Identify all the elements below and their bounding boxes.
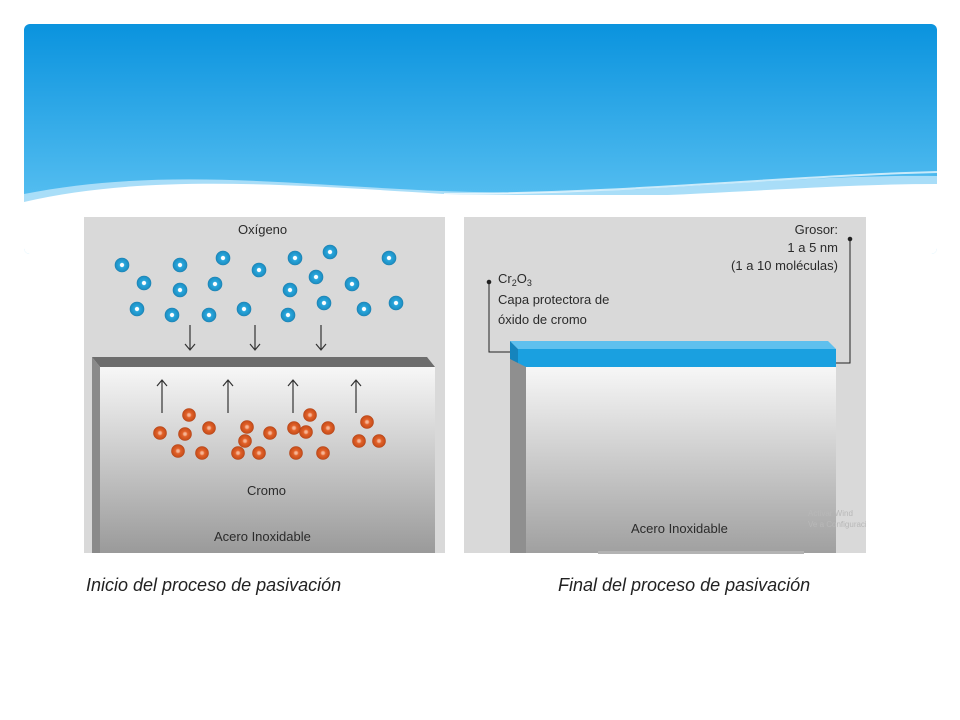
oxygen-atom <box>164 307 180 323</box>
chromium-oxide-formula: Cr2O3 <box>498 271 532 288</box>
oxygen-atom <box>388 295 404 311</box>
down-arrow-icon <box>315 325 327 351</box>
up-arrow-icon <box>350 379 362 413</box>
layer-label-line2: óxido de cromo <box>498 312 587 327</box>
caption-start: Inicio del proceso de pasivación <box>86 575 342 595</box>
chromium-atom <box>153 426 167 440</box>
shelf-line <box>598 551 804 554</box>
layer-label-line1: Capa protectora de <box>498 292 610 307</box>
chromium-atom <box>263 426 277 440</box>
chromium-atom <box>299 425 313 439</box>
layer-leader-line <box>488 282 510 353</box>
oxygen-atom <box>207 276 223 292</box>
oxygen-atom <box>308 269 324 285</box>
thickness-label-range: 1 a 5 nm <box>787 240 838 255</box>
formula-o: O <box>516 271 527 286</box>
oxygen-atom <box>215 250 231 266</box>
leader-lines <box>486 236 853 364</box>
oxygen-atom <box>201 307 217 323</box>
up-arrow-icon <box>222 379 234 413</box>
formula-sub-2: 2 <box>511 278 517 288</box>
oxygen-molecules <box>114 244 404 323</box>
up-arrow-icon <box>156 379 168 413</box>
oxygen-atom <box>172 257 188 273</box>
chromium-atom <box>231 446 245 460</box>
chromium-atom <box>171 444 185 458</box>
steel-label-right: Acero Inoxidable <box>631 521 728 536</box>
oxygen-atom <box>316 295 332 311</box>
oxygen-atom <box>251 262 267 278</box>
steel-label-left: Acero Inoxidable <box>214 529 311 544</box>
oxygen-atom <box>136 275 152 291</box>
thickness-label-title: Grosor: <box>794 222 838 237</box>
chromium-atom <box>289 446 303 460</box>
down-arrow-icon <box>184 325 196 351</box>
end-diagram <box>486 236 853 553</box>
steel-block-front <box>100 367 435 553</box>
chromium-atom <box>316 446 330 460</box>
watermark-line1: Activar Wind <box>808 509 853 518</box>
down-arrows <box>184 325 327 351</box>
steel-block-front-right <box>526 367 836 553</box>
formula-sub-3: 3 <box>526 278 532 288</box>
passivation-figure: Oxígeno Cromo Acero Inoxidable <box>70 195 880 605</box>
oxygen-atom <box>129 301 145 317</box>
steel-block-side <box>92 357 100 553</box>
panel-end-passivation: Grosor: 1 a 5 nm (1 a 10 moléculas) Cr2O… <box>464 217 866 553</box>
chromium-label: Cromo <box>247 483 287 498</box>
chromium-atom <box>238 434 252 448</box>
start-diagram <box>92 244 435 553</box>
oxygen-atom <box>282 282 298 298</box>
chromium-atom <box>178 427 192 441</box>
chromium-atom <box>372 434 386 448</box>
chromium-atom <box>303 408 317 422</box>
leader-dot <box>486 279 492 285</box>
chromium-atoms <box>153 408 386 460</box>
oxygen-atom <box>172 282 188 298</box>
caption-end: Final del proceso de pasivación <box>558 575 811 595</box>
down-arrow-icon <box>249 325 261 351</box>
oxygen-atom <box>356 301 372 317</box>
formula-cr: Cr <box>498 271 512 286</box>
thickness-leader-line <box>836 239 851 364</box>
oxygen-atom <box>280 307 296 323</box>
oxygen-atom <box>322 244 338 260</box>
chromium-atom <box>195 446 209 460</box>
chromium-atom <box>360 415 374 429</box>
oxygen-atom <box>236 301 252 317</box>
watermark-line2: Ve a Configuraci <box>808 520 866 529</box>
chromium-atom <box>321 421 335 435</box>
leader-dot <box>847 236 853 242</box>
oxide-layer-front <box>518 349 836 367</box>
thickness-label-molecules: (1 a 10 moléculas) <box>731 258 838 273</box>
oxygen-atom <box>344 276 360 292</box>
oxygen-atom <box>114 257 130 273</box>
panel-start-passivation: Oxígeno Cromo Acero Inoxidable <box>84 217 445 553</box>
up-arrow-icon <box>287 379 299 413</box>
steel-block-side-right <box>510 359 526 553</box>
chromium-atom <box>202 421 216 435</box>
oxygen-atom <box>381 250 397 266</box>
steel-block-top <box>92 357 435 367</box>
up-arrows <box>156 379 362 413</box>
chromium-atom <box>182 408 196 422</box>
chromium-atom <box>287 421 301 435</box>
oxygen-atom <box>287 250 303 266</box>
steel-edge <box>518 367 526 371</box>
chromium-atom <box>252 446 266 460</box>
oxygen-label: Oxígeno <box>238 222 288 237</box>
chromium-atom <box>352 434 366 448</box>
chromium-atom <box>240 420 254 434</box>
oxide-layer-top <box>510 341 836 349</box>
